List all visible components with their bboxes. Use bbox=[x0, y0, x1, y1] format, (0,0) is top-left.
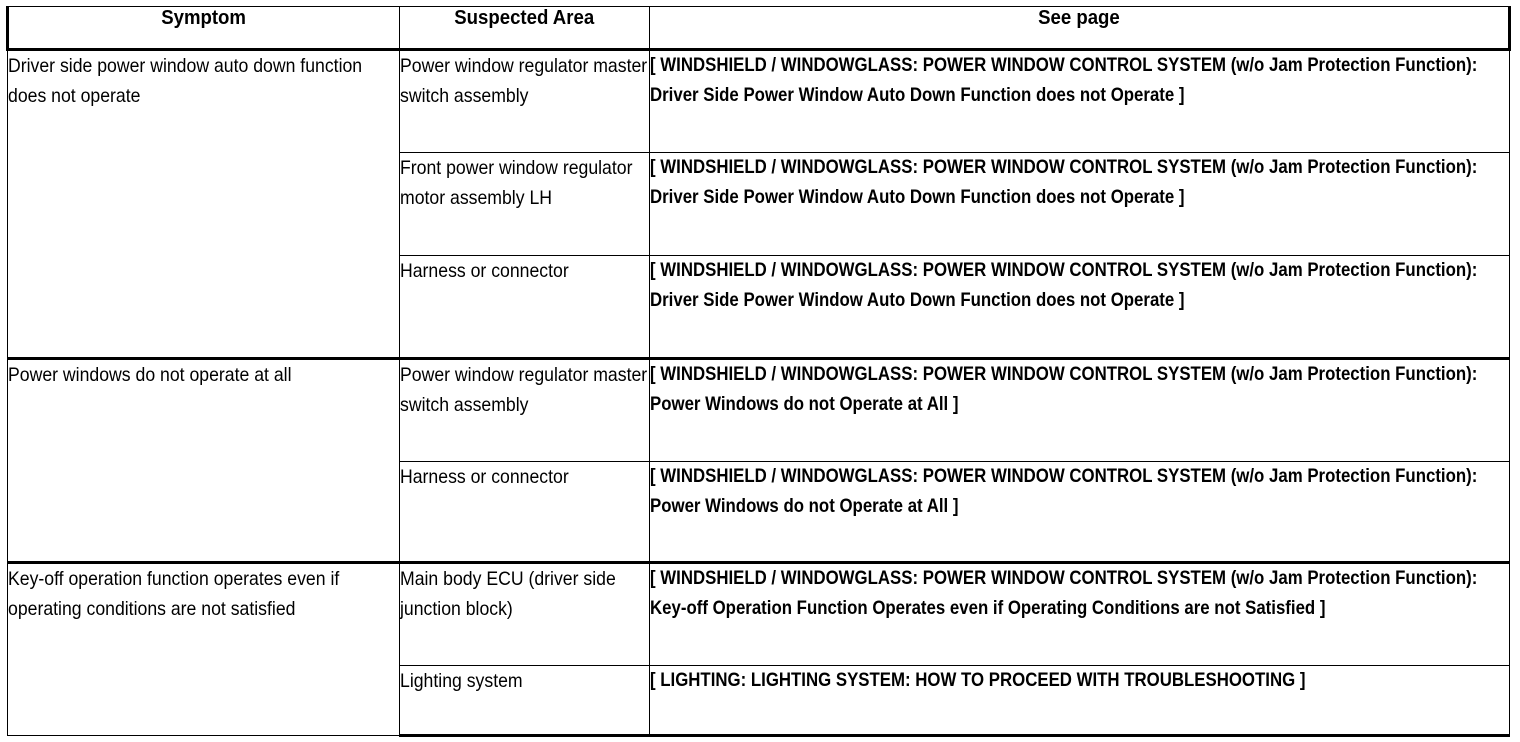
column-header-see-page: See page bbox=[649, 6, 1511, 50]
see-page-text: [ WINDSHIELD / WINDOWGLASS: POWER WINDOW… bbox=[650, 466, 1478, 517]
see-page-text: [ WINDSHIELD / WINDOWGLASS: POWER WINDOW… bbox=[650, 157, 1478, 208]
column-header-symptom: Symptom bbox=[6, 6, 400, 50]
suspected-area-cell: Power window regulator master switch ass… bbox=[399, 357, 650, 462]
suspected-area-text: Power window regulator master switch ass… bbox=[400, 55, 648, 107]
see-page-cell: [ WINDSHIELD / WINDOWGLASS: POWER WINDOW… bbox=[649, 461, 1510, 563]
suspected-area-text: Main body ECU (driver side junction bloc… bbox=[400, 568, 616, 620]
suspected-area-cell: Power window regulator master switch ass… bbox=[399, 48, 650, 153]
symptom-text: Key-off operation function operates even… bbox=[8, 568, 340, 620]
see-page-cell: [ LIGHTING: LIGHTING SYSTEM: HOW TO PROC… bbox=[649, 665, 1510, 737]
suspected-area-text: Front power window regulator motor assem… bbox=[400, 157, 633, 209]
symptom-cell: Power windows do not operate at all bbox=[7, 357, 400, 563]
suspected-area-cell: Lighting system bbox=[399, 665, 650, 737]
suspected-area-text: Harness or connector bbox=[400, 260, 569, 282]
column-header-suspected-area-label: Suspected Area bbox=[454, 7, 595, 29]
suspected-area-text: Power window regulator master switch ass… bbox=[400, 364, 648, 416]
symptom-cell: Driver side power window auto down funct… bbox=[7, 48, 400, 359]
table-row: Power windows do not operate at all Powe… bbox=[7, 357, 1510, 563]
table-header: Symptom Suspected Area See page bbox=[6, 6, 1511, 50]
suspected-area-cell: Front power window regulator motor assem… bbox=[399, 152, 650, 256]
see-page-text: [ WINDSHIELD / WINDOWGLASS: POWER WINDOW… bbox=[650, 364, 1478, 415]
see-page-cell: [ WINDSHIELD / WINDOWGLASS: POWER WINDOW… bbox=[649, 255, 1510, 359]
suspected-area-text: Lighting system bbox=[400, 670, 523, 692]
table-row: Harness or connector [ WINDSHIELD / WIND… bbox=[8, 255, 1510, 359]
table-row: Front power window regulator motor assem… bbox=[8, 152, 1510, 256]
table-row: Key-off operation function operates even… bbox=[7, 561, 1510, 736]
symptom-table: Symptom Suspected Area See page Driver s… bbox=[6, 6, 1511, 737]
table-row: Driver side power window auto down funct… bbox=[7, 48, 1510, 359]
table-body: Driver side power window auto down funct… bbox=[7, 48, 1510, 737]
symptom-cell: Key-off operation function operates even… bbox=[7, 561, 400, 736]
see-page-text: [ WINDSHIELD / WINDOWGLASS: POWER WINDOW… bbox=[650, 568, 1478, 619]
suspected-area-cell: Main body ECU (driver side junction bloc… bbox=[399, 561, 650, 666]
see-page-cell: [ WINDSHIELD / WINDOWGLASS: POWER WINDOW… bbox=[649, 152, 1510, 256]
see-page-cell: [ WINDSHIELD / WINDOWGLASS: POWER WINDOW… bbox=[649, 561, 1510, 666]
see-page-cell: [ WINDSHIELD / WINDOWGLASS: POWER WINDOW… bbox=[649, 48, 1510, 153]
symptom-text: Driver side power window auto down funct… bbox=[8, 55, 363, 107]
symptom-text: Power windows do not operate at all bbox=[8, 364, 292, 386]
table-row: Harness or connector [ WINDSHIELD / WIND… bbox=[8, 461, 1510, 563]
suspected-area-text: Harness or connector bbox=[400, 466, 569, 488]
see-page-text: [ LIGHTING: LIGHTING SYSTEM: HOW TO PROC… bbox=[650, 670, 1306, 691]
suspected-area-cell: Harness or connector bbox=[399, 255, 650, 359]
suspected-area-cell: Harness or connector bbox=[399, 461, 650, 563]
column-header-symptom-label: Symptom bbox=[161, 7, 247, 29]
column-header-suspected-area: Suspected Area bbox=[399, 6, 650, 50]
see-page-text: [ WINDSHIELD / WINDOWGLASS: POWER WINDOW… bbox=[650, 260, 1478, 311]
header-row: Symptom Suspected Area See page bbox=[6, 6, 1511, 50]
see-page-cell: [ WINDSHIELD / WINDOWGLASS: POWER WINDOW… bbox=[649, 357, 1510, 462]
table-row: Lighting system [ LIGHTING: LIGHTING SYS… bbox=[8, 665, 1510, 737]
see-page-text: [ WINDSHIELD / WINDOWGLASS: POWER WINDOW… bbox=[650, 55, 1478, 106]
column-header-see-page-label: See page bbox=[1038, 7, 1120, 29]
